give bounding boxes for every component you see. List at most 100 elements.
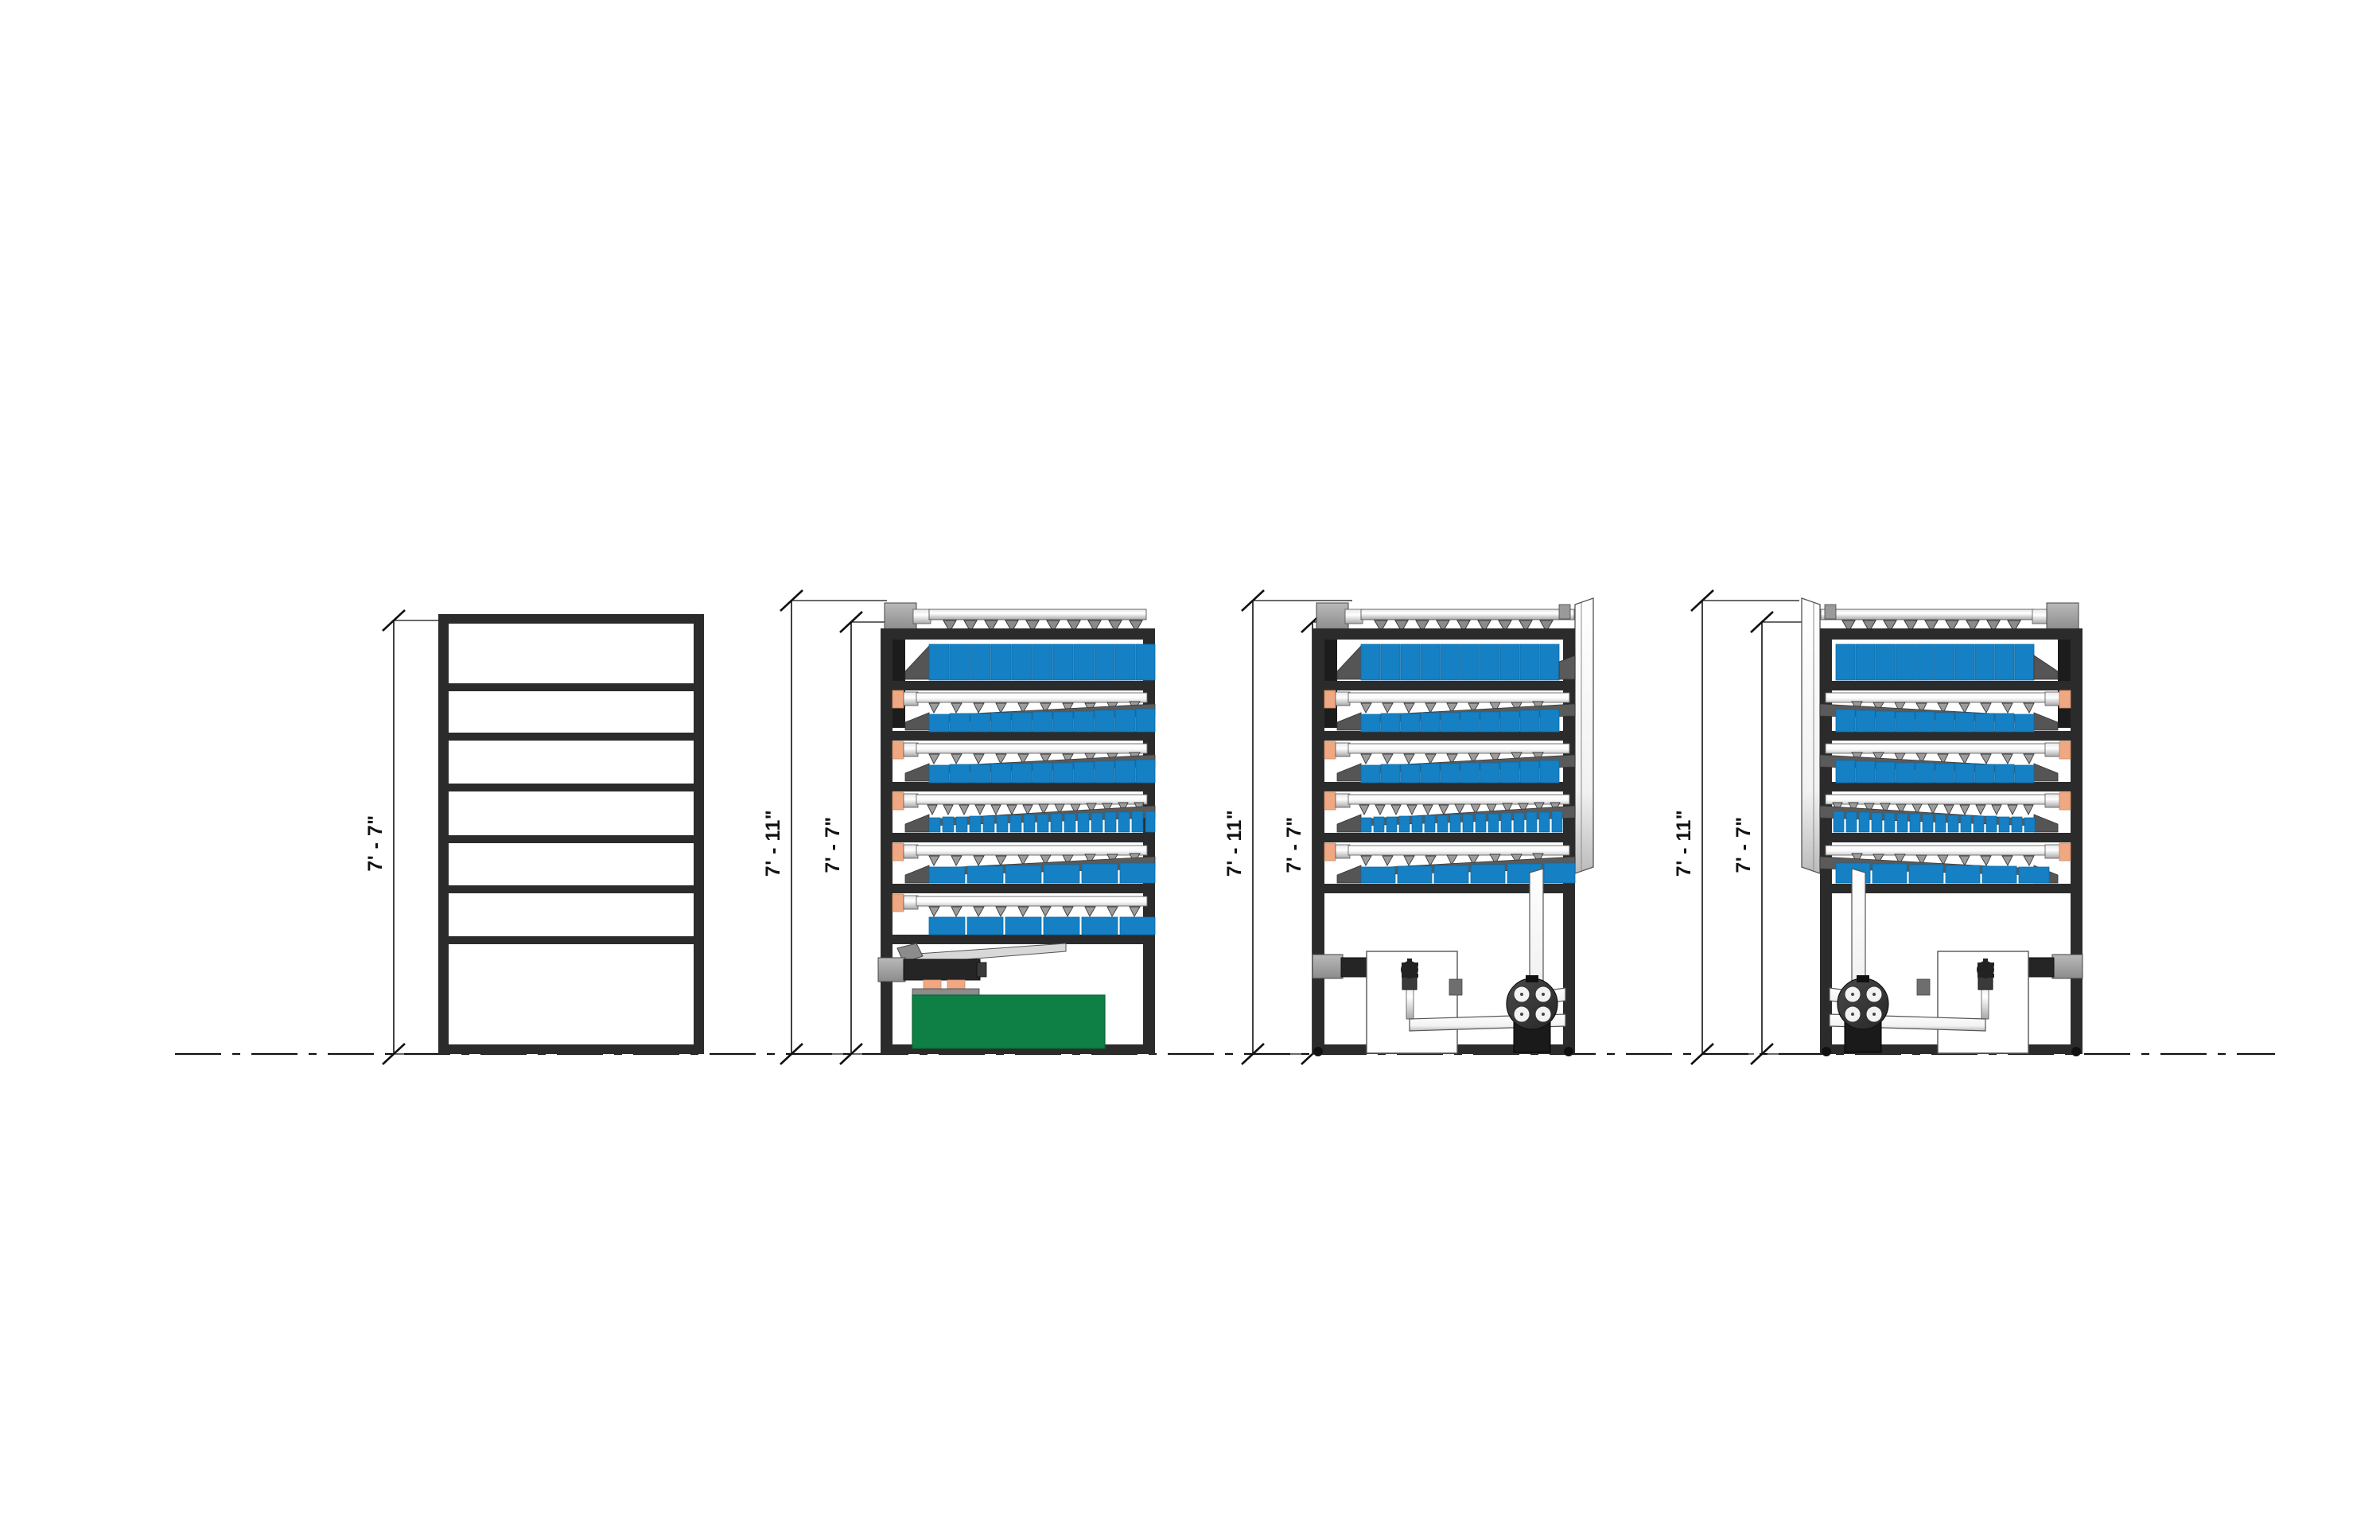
tote [1499, 761, 1520, 784]
elevation-4[interactable]: 7' - 11" 7' - 7" [1673, 589, 2083, 1065]
tote [1398, 815, 1410, 833]
elev4-tote-row-5[interactable] [1819, 842, 2071, 884]
tote [1032, 711, 1053, 733]
elev3-tote-row-5[interactable] [1324, 842, 1576, 884]
top-rail-nozzles [1374, 620, 1554, 633]
elev4-tote-row-3[interactable] [1819, 741, 2071, 784]
shelf-beam [1312, 628, 1575, 640]
tote [1460, 644, 1480, 681]
elevation-3[interactable]: 7' - 11" 7' - 7" [1223, 589, 1594, 1065]
elev3-base-equipment[interactable] [1312, 868, 1573, 1056]
dim-tick-top [839, 611, 863, 633]
elev4-base-equipment[interactable] [1822, 868, 2083, 1056]
tote [1360, 866, 1396, 884]
elev3-tote-row-4[interactable] [1324, 791, 1576, 833]
elev4-tote-row-2[interactable] [1819, 690, 2071, 733]
dim-tick-top [780, 589, 803, 612]
tote [1519, 644, 1540, 681]
elev2-tote-row-4[interactable] [892, 791, 1156, 833]
tote [1855, 710, 1876, 733]
rail-hub [2044, 691, 2060, 706]
rail-end-block [1824, 604, 1837, 620]
tote [2011, 816, 2023, 833]
tote [1985, 815, 1997, 833]
foot-right [2071, 1047, 2081, 1056]
elev2-top-drive-assembly [884, 602, 1147, 633]
tote [1935, 712, 1955, 733]
tote [1539, 709, 1560, 733]
end-cap-orange [1324, 791, 1336, 811]
tote [1896, 813, 1908, 833]
tote [1973, 815, 1985, 833]
tote [949, 644, 970, 681]
pump-tank [1837, 975, 1889, 1053]
tote [1945, 865, 1981, 884]
tote [1519, 710, 1540, 733]
elevation-1[interactable]: 7' - 7" [364, 609, 704, 1065]
tote [1011, 763, 1032, 784]
elev1-shelf-beams [438, 614, 704, 1054]
tote [1005, 916, 1042, 935]
elev3-tote-row-1[interactable] [1336, 644, 1576, 681]
tote [1380, 713, 1401, 733]
elevation-2[interactable]: 7' - 11" 7' - 7" [762, 589, 1156, 1065]
tote [996, 815, 1009, 833]
dim-tick-bottom [839, 1043, 863, 1065]
elev4-top-drive-assembly [1820, 602, 2079, 633]
feed-rail [916, 743, 1148, 754]
dimension-elev2-outer: 7' - 11" [762, 589, 887, 1065]
end-cap-orange [2059, 741, 2071, 760]
elev2-base-assembly[interactable] [877, 943, 1106, 1049]
tote [1433, 865, 1469, 884]
tote [1875, 710, 1896, 733]
elev2-tote-row-2[interactable] [892, 690, 1156, 733]
elev1-post-left [438, 614, 449, 1054]
shelf-beam-bottom [438, 1044, 704, 1054]
tote [2024, 817, 2036, 833]
tote [1032, 644, 1053, 681]
tote [1032, 762, 1053, 784]
dimension-elev2-inner: 7' - 7" [822, 611, 899, 1065]
dim-tick-bottom [1690, 1043, 1714, 1065]
elev2-tote-row-5[interactable] [892, 842, 1156, 884]
tote [1135, 759, 1156, 784]
tote [1470, 864, 1506, 884]
row-wedge [904, 814, 930, 833]
tote [1884, 812, 1896, 833]
valve-side-port [1449, 978, 1463, 996]
tote [1954, 712, 1975, 733]
shelf-beam [881, 681, 1155, 690]
tote [1935, 814, 1946, 833]
tote [1073, 710, 1095, 733]
base-roller [1340, 957, 1369, 978]
tote [1360, 714, 1381, 733]
end-cap-orange [1324, 741, 1336, 760]
tote [970, 644, 991, 681]
tote [1135, 708, 1156, 733]
tote [1543, 862, 1576, 884]
tote [1118, 811, 1130, 833]
top-rail [1360, 609, 1575, 620]
tote [1908, 864, 1944, 884]
elev2-tote-row-3[interactable] [892, 741, 1156, 784]
row-wedge [1336, 763, 1362, 782]
tote [1437, 815, 1449, 833]
tote [1998, 816, 2010, 833]
tote [1135, 644, 1156, 681]
elev3-tote-row-3[interactable] [1324, 741, 1576, 784]
tote [1974, 644, 1995, 681]
elev2-tote-row-6[interactable] [892, 893, 1156, 935]
tote [1872, 863, 1908, 884]
tote [1050, 813, 1063, 833]
tote [1954, 644, 1975, 681]
tote [1499, 710, 1520, 733]
elev3-tote-row-2[interactable] [1324, 690, 1576, 733]
elev2-tote-row-1[interactable] [904, 644, 1156, 681]
tote [2014, 714, 2035, 733]
tote [1094, 760, 1115, 784]
elev4-tote-row-4[interactable] [1819, 791, 2071, 833]
end-cap-orange [892, 791, 904, 811]
rail-hub [903, 742, 919, 757]
elev4-tote-row-1[interactable] [1835, 644, 2059, 681]
